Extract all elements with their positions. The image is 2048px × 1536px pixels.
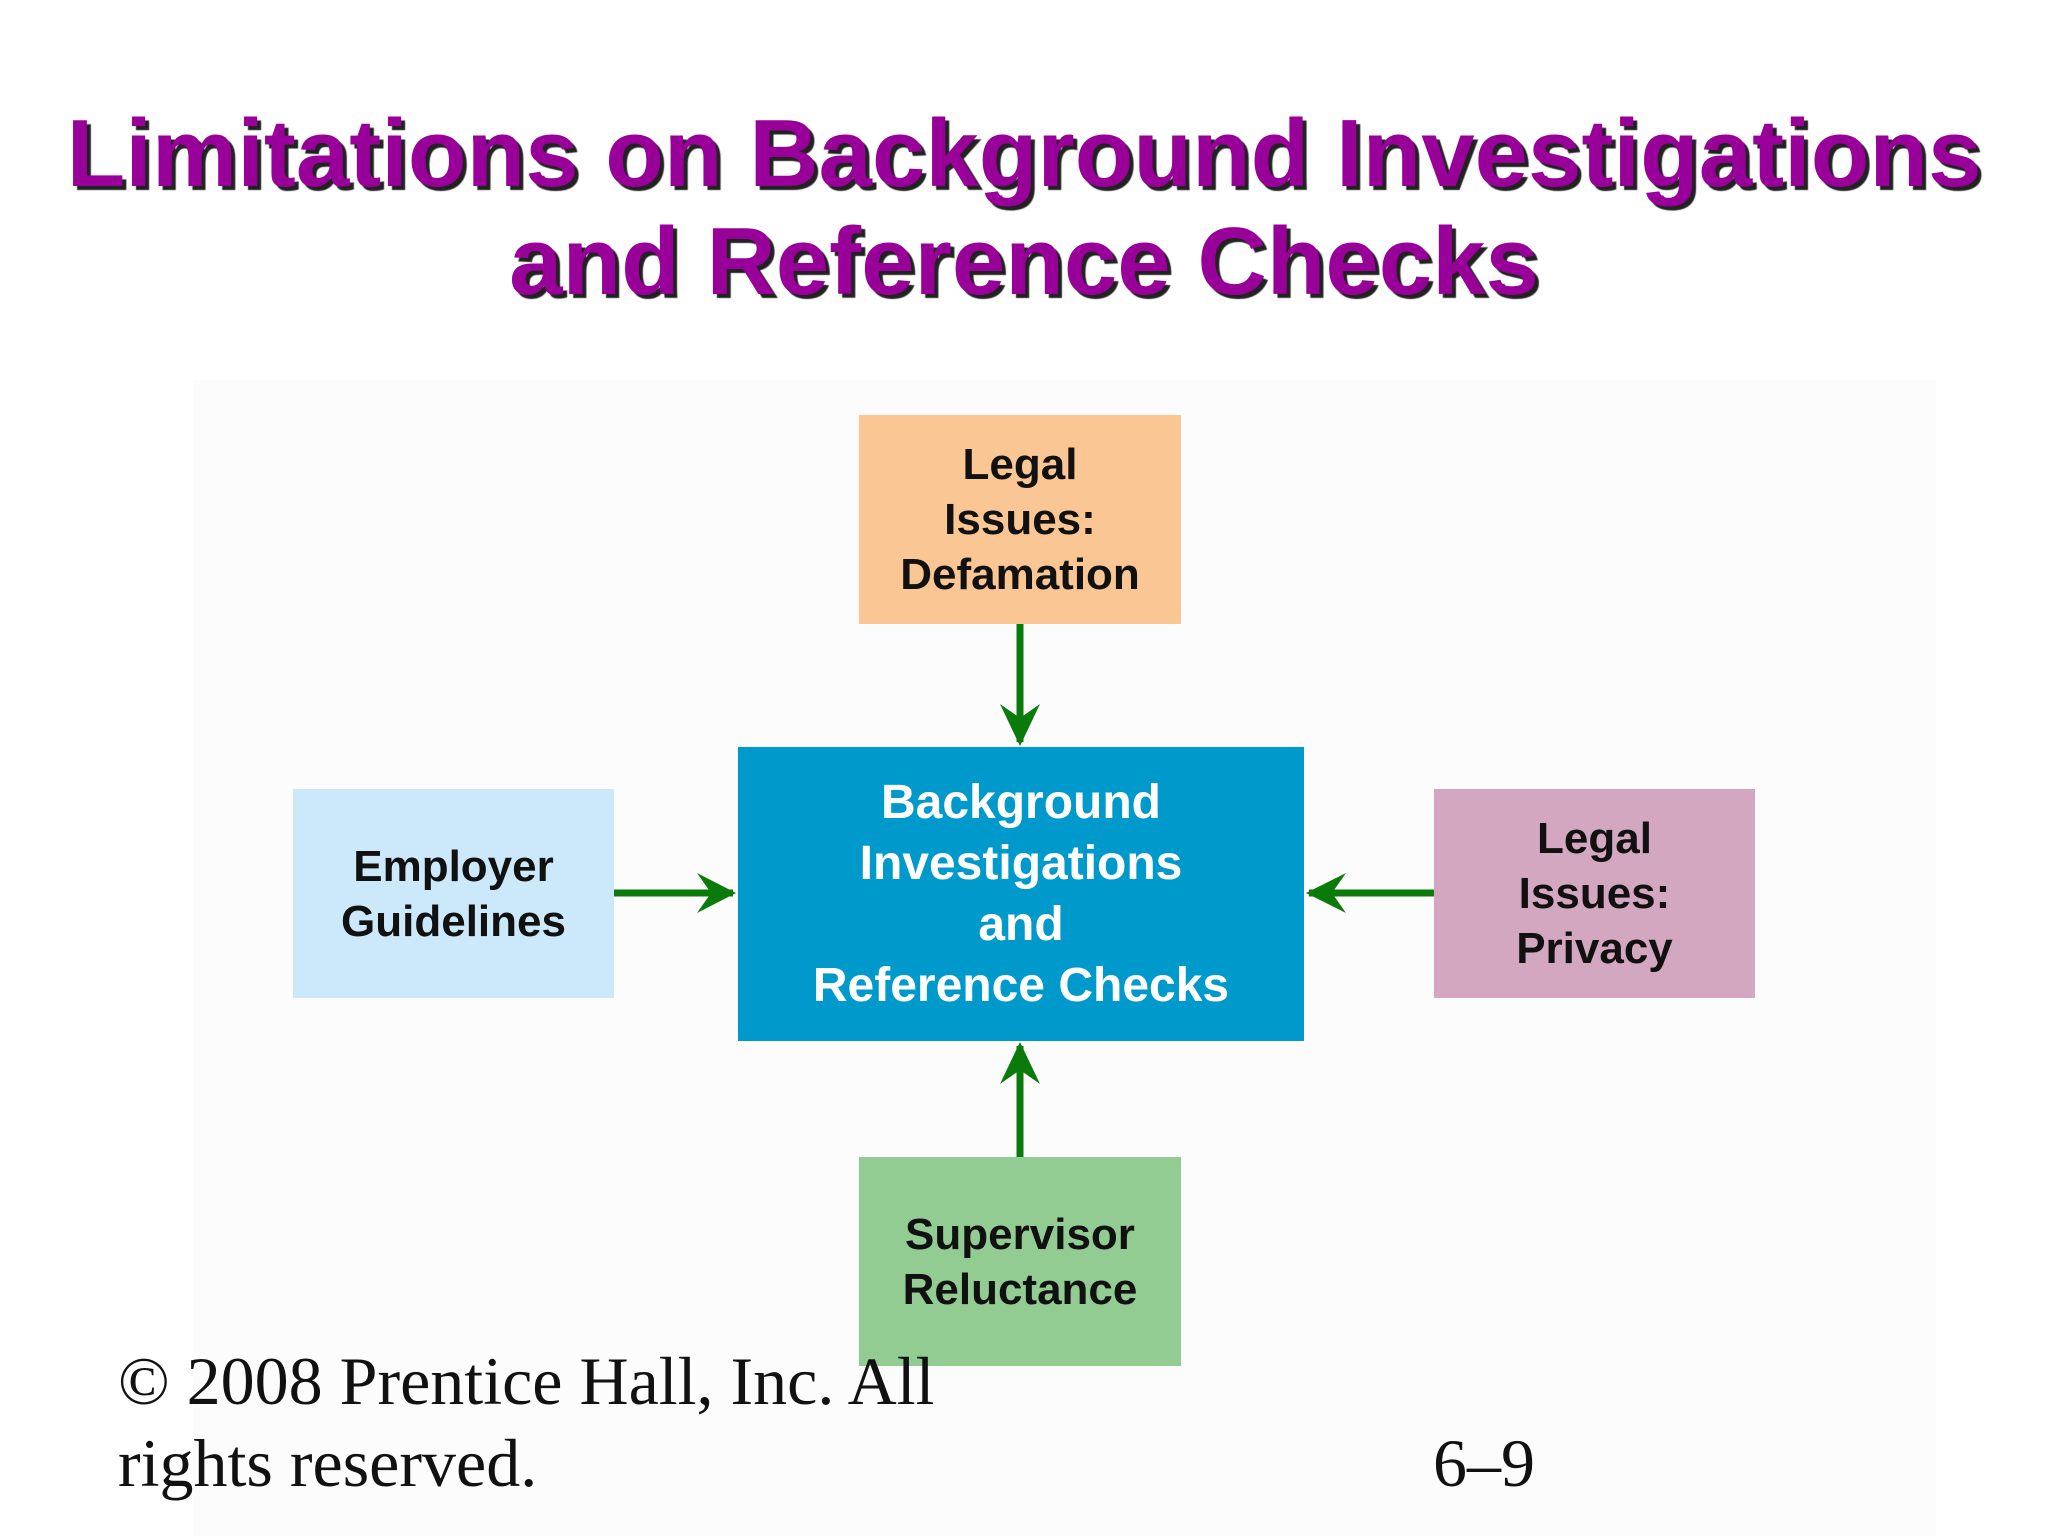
box-label-line: Issues: [944, 495, 1096, 544]
legal-privacy-box: Legal Issues: Privacy [1434, 789, 1755, 998]
box-label-line: Reluctance [902, 1264, 1138, 1314]
center-label-line: Investigations [859, 837, 1183, 890]
box-label-line: Legal [1537, 814, 1652, 863]
box-label-line: Privacy [1516, 924, 1673, 973]
box-label-line: Supervisor [905, 1209, 1135, 1259]
copyright-notice: © 2008 Prentice Hall, Inc. All rights re… [118, 1340, 935, 1504]
box-label-line: Legal [962, 440, 1078, 489]
slide-title: Limitations on Background Investigations… [0, 100, 2048, 316]
supervisor-reluctance-box: Supervisor Reluctance [859, 1157, 1181, 1366]
box-label-line: Guidelines [341, 896, 566, 946]
legal-defamation-box: Legal Issues: Defamation [859, 415, 1181, 624]
center-label-line: and [978, 898, 1064, 951]
center-label-line: Reference Checks [812, 959, 1230, 1012]
center-label-line: Background [880, 776, 1161, 829]
box-label-line: Employer [353, 841, 554, 891]
employer-guidelines-box: Employer Guidelines [293, 789, 614, 998]
copyright-line-1: © 2008 Prentice Hall, Inc. All [118, 1343, 935, 1419]
box-label-line: Defamation [900, 550, 1140, 599]
copyright-line-2: rights reserved. [118, 1425, 538, 1501]
title-line-2: and Reference Checks [509, 208, 1539, 315]
background-investigations-box: Background Investigations and Reference … [738, 747, 1304, 1041]
box-label-line: Issues: [1518, 869, 1671, 918]
slide-number: 6–9 [1433, 1425, 1535, 1501]
title-line-1: Limitations on Background Investigations [66, 100, 1982, 207]
